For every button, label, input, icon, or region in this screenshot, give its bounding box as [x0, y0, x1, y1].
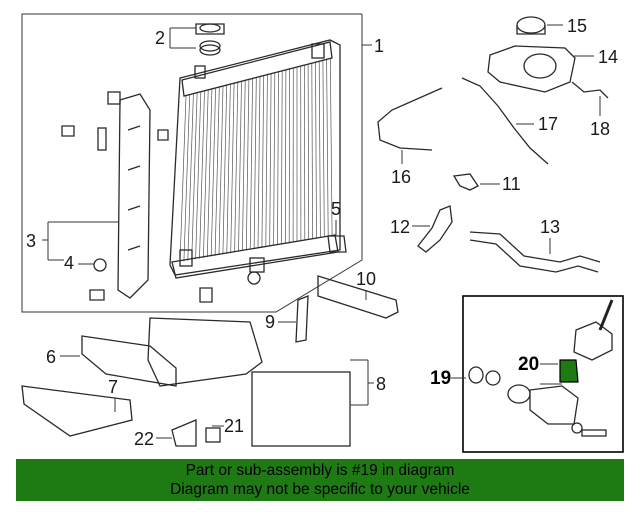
radiator-fins	[179, 57, 333, 263]
radiator-fin	[242, 80, 246, 252]
callout-19: 19	[430, 368, 451, 389]
radiator-assembly	[169, 39, 341, 279]
radiator-fin	[307, 63, 310, 240]
banner-line-1: Part or sub-assembly is #19 in diagram	[185, 462, 455, 479]
callout-10: 10	[356, 269, 376, 289]
radiator-fin	[265, 74, 268, 248]
callout-2: 2	[155, 28, 165, 48]
callout-5: 5	[331, 199, 341, 219]
coolant-reservoir	[487, 16, 576, 93]
radiator-fin	[230, 83, 235, 254]
radiator-fin	[253, 77, 257, 250]
radiator-fin	[234, 82, 239, 253]
callout-16: 16	[391, 167, 411, 187]
callout-9: 9	[265, 312, 275, 332]
side-baffle	[61, 91, 261, 303]
radiator-fin	[218, 86, 224, 256]
radiator-fin	[322, 59, 325, 237]
callout-11: 11	[502, 174, 521, 194]
radiator-fin	[245, 79, 250, 251]
callout-3: 3	[26, 231, 36, 251]
callout-21: 21	[224, 416, 244, 436]
hoses-upper	[377, 77, 609, 165]
radiator-fin	[203, 90, 209, 258]
radiator-fin	[318, 60, 321, 238]
radiator-fin	[191, 93, 198, 260]
radiator-fin	[277, 71, 279, 246]
radiator-fin	[187, 94, 194, 261]
callout-6: 6	[46, 347, 56, 367]
air-baffle-brackets	[295, 275, 399, 343]
hoses-lower	[417, 173, 601, 273]
callout-1: 1	[374, 36, 384, 56]
callout-15: 15	[567, 16, 587, 36]
callout-14: 14	[598, 47, 618, 67]
radiator-fin	[210, 88, 216, 257]
callout-7: 7	[108, 377, 118, 397]
callout-20: 20	[518, 354, 539, 375]
grommet-parts	[195, 23, 225, 56]
front-deflectors	[21, 317, 351, 447]
radiator-fin	[226, 84, 231, 254]
banner-line-2: Diagram may not be specific to your vehi…	[170, 481, 470, 498]
radiator-fin	[183, 95, 191, 262]
drain-valve	[327, 235, 347, 253]
callout-12: 12	[390, 217, 410, 237]
thermostat-assembly-box	[462, 295, 624, 453]
radiator-fin	[281, 70, 283, 245]
info-banner: Part or sub-assembly is #19 in diagram D…	[16, 459, 624, 501]
callout-4: 4	[64, 253, 74, 273]
radiator-fin	[257, 76, 261, 249]
radiator-fin	[326, 58, 329, 237]
callout-22: 22	[134, 429, 154, 449]
radiator-fin	[261, 75, 265, 248]
callout-18: 18	[590, 119, 610, 139]
radiator-fin	[206, 89, 213, 258]
callout-8: 8	[376, 374, 386, 394]
radiator-fin	[249, 78, 253, 250]
radiator-fin	[329, 57, 333, 236]
radiator-fin	[179, 95, 187, 263]
radiator-group-frame	[21, 13, 363, 313]
callout-labels: 2 1 3 4 5 6 7 8 9 10 11 12 13 14 15	[26, 16, 618, 449]
radiator-fin	[195, 92, 202, 260]
small-brackets	[171, 419, 221, 447]
radiator-fin	[311, 62, 313, 239]
radiator-fin	[315, 61, 317, 239]
radiator-fin	[269, 73, 272, 247]
callout-17: 17	[538, 114, 558, 134]
radiator-fin	[273, 72, 276, 246]
radiator-fin	[284, 69, 287, 244]
radiator-fin	[222, 85, 228, 255]
callout-13: 13	[540, 217, 560, 237]
radiator-fin	[214, 87, 220, 256]
radiator-fin	[238, 81, 242, 252]
radiator-fin	[199, 91, 205, 259]
